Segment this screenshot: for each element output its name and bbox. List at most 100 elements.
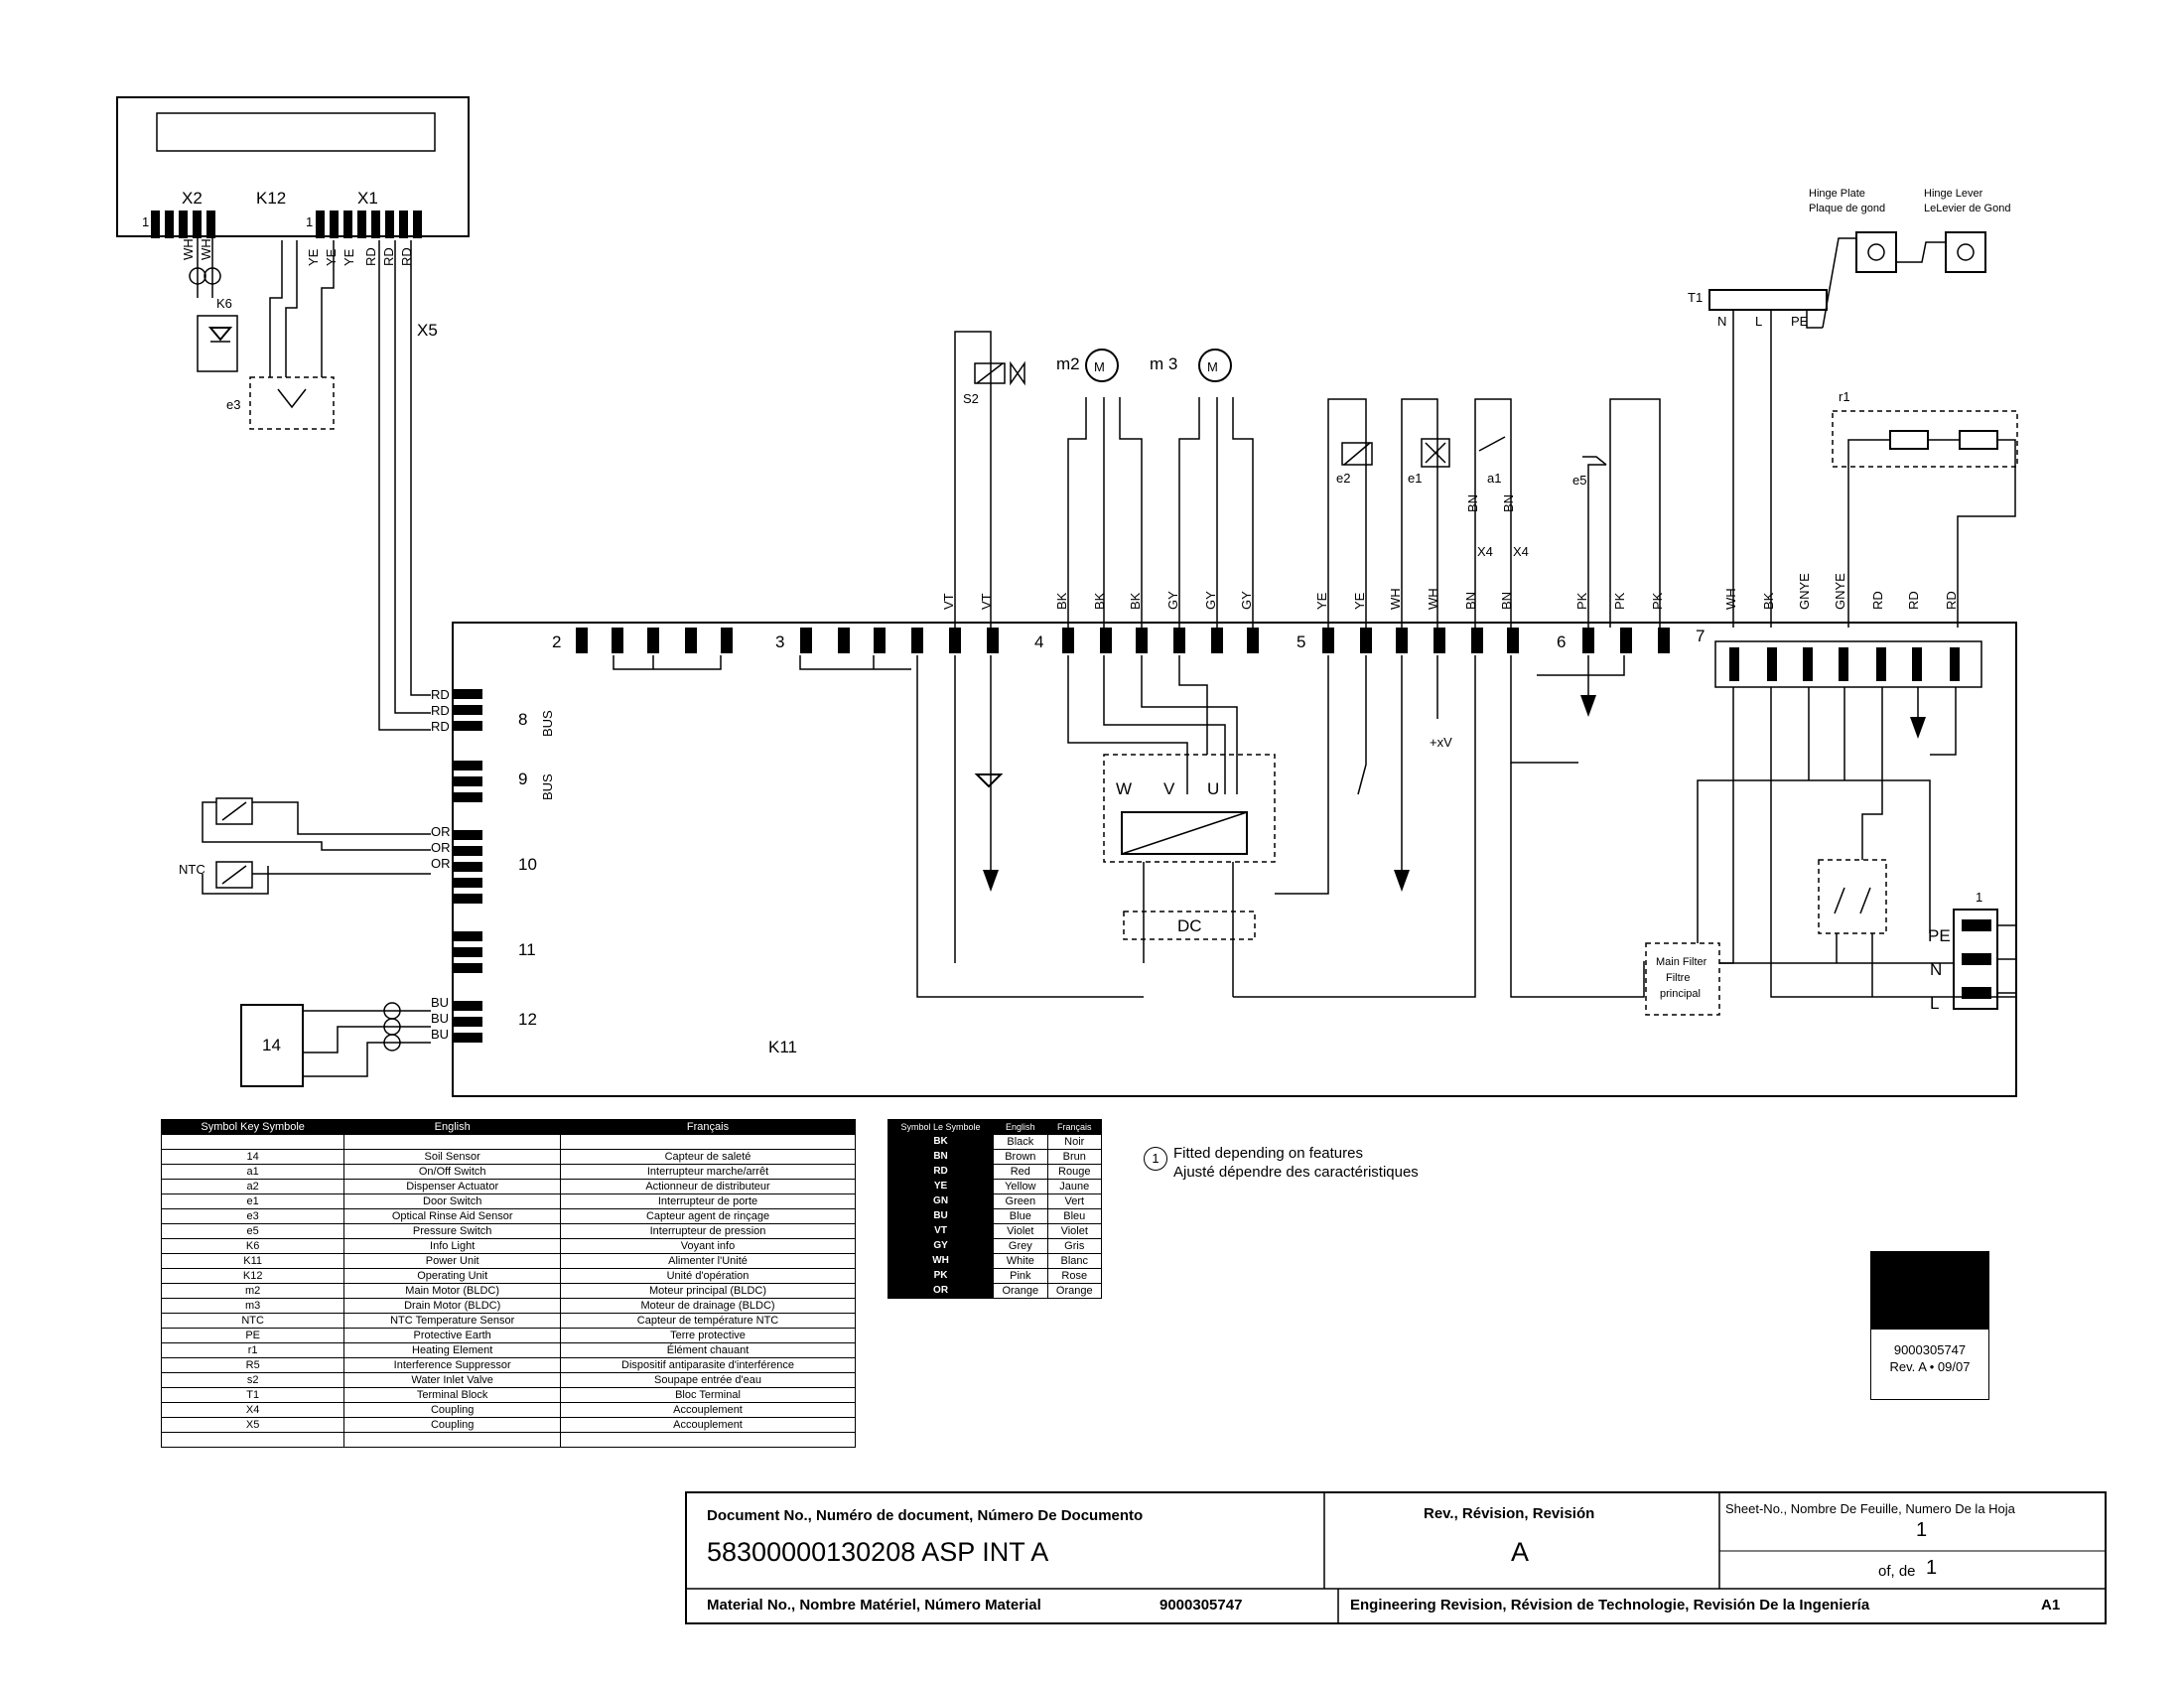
french-cell: Interrupteur de pression [560,1223,856,1239]
color-french-cell: Orange [1046,1283,1103,1299]
of-value: 1 [1926,1557,1938,1579]
color-english-header: English [993,1119,1048,1135]
pe-n-l-terminal: 1 PE N L [1928,890,2017,1013]
svg-text:GNYE: GNYE [1797,573,1812,610]
svg-text:3: 3 [775,632,784,651]
x2-connector [151,210,215,238]
symbol-cell: e5 [160,1223,345,1239]
svg-text:WH: WH [1388,588,1403,610]
x2-label: X2 [182,189,203,208]
svg-text:PK: PK [1650,592,1665,610]
svg-text:BK: BK [1761,592,1776,610]
k6-label: K6 [216,296,232,311]
s2-label: S2 [963,391,979,406]
english-cell: Interference Suppressor [343,1357,562,1373]
svg-text:BK: BK [1128,592,1143,610]
symbol-cell: e1 [160,1193,345,1209]
english-cell: Coupling [343,1402,562,1418]
e1-door-switch: e1 [1401,398,1450,628]
color-english-cell: White [993,1253,1048,1269]
svg-text:Hinge Plate: Hinge Plate [1809,188,1865,200]
hinge-plate: Hinge Plate Plaque de gond [1809,188,1897,329]
svg-text:7: 7 [1696,627,1705,645]
color-code-cell: PK [887,1268,995,1284]
svg-text:BN: BN [1501,494,1516,512]
svg-text:BUS: BUS [540,710,555,737]
svg-text:PK: PK [1574,592,1589,610]
e5-pressure-switch: e5 [1572,398,1661,628]
symbol-cell: 14 [160,1149,345,1165]
symbol-cell: r1 [160,1342,345,1358]
eng-rev-label: Engineering Revision, Révision de Techno… [1350,1597,1870,1614]
english-cell: Optical Rinse Aid Sensor [343,1208,562,1224]
rev-value: A [1511,1537,1530,1567]
symbol-cell: R5 [160,1357,345,1373]
color-code-cell: GY [887,1238,995,1254]
french-cell: Alimenter l'Unité [560,1253,856,1269]
svg-text:L: L [1930,994,1939,1013]
svg-text:BUS: BUS [540,773,555,800]
symbol-cell: T1 [160,1387,345,1403]
symbol-blank-row [160,1432,856,1448]
e1-label: e1 [1408,471,1422,486]
color-english-cell: Green [993,1193,1048,1209]
x1-label: X1 [357,189,378,208]
color-french-cell: Gris [1046,1238,1103,1254]
svg-text:YE: YE [1352,592,1367,610]
symbol-cell: X5 [160,1417,345,1433]
svg-text:11: 11 [518,940,536,959]
symbol-cell: a1 [160,1164,345,1180]
french-cell: Capteur agent de rinçage [560,1208,856,1224]
color-code-cell: GN [887,1193,995,1209]
svg-text:RD: RD [1944,591,1959,610]
svg-text:8: 8 [518,710,527,729]
svg-text:N: N [1930,960,1942,979]
svg-text:YE: YE [341,248,356,266]
eng-rev-value: A1 [2041,1597,2061,1614]
note-marker: 1 [1144,1147,1167,1171]
color-french-cell: Jaune [1046,1179,1103,1194]
french-cell: Voyant info [560,1238,856,1254]
x4-label-a: X4 [1477,544,1493,559]
svg-text:BU: BU [431,1027,449,1042]
symbol-cell: X4 [160,1402,345,1418]
french-cell: Dispositif antiparasite d'interférence [560,1357,856,1373]
ntc-label: NTC [179,862,205,877]
color-english-cell: Red [993,1164,1048,1180]
svg-text:BU: BU [431,995,449,1010]
sheet-label: Sheet-No., Nombre De Feuille, Numero De … [1725,1501,2015,1516]
french-cell: Soupape entrée d'eau [560,1372,856,1388]
x4-label-b: X4 [1513,544,1529,559]
side-connectors [453,689,482,1043]
svg-text:WH: WH [1723,588,1738,610]
color-english-cell: Brown [993,1149,1048,1165]
e3-rinse-aid-sensor: e3 [226,240,335,430]
french-cell: Bloc Terminal [560,1387,856,1403]
t1-label: T1 [1688,290,1703,305]
symbol-cell: NTC [160,1313,345,1329]
svg-text:M: M [1094,359,1105,374]
color-code-cell: BK [887,1134,995,1150]
french-cell: Actionneur de distributeur [560,1179,856,1194]
m3-label: m 3 [1150,354,1177,373]
color-english-cell: Black [993,1134,1048,1150]
svg-text:RD: RD [381,247,396,266]
color-english-cell: Blue [993,1208,1048,1224]
symbol-cell: e3 [160,1208,345,1224]
svg-text:1: 1 [306,214,313,229]
svg-text:PE: PE [1791,314,1809,329]
color-english-cell: Grey [993,1238,1048,1254]
color-english-cell: Pink [993,1268,1048,1284]
svg-text:U: U [1207,779,1219,798]
